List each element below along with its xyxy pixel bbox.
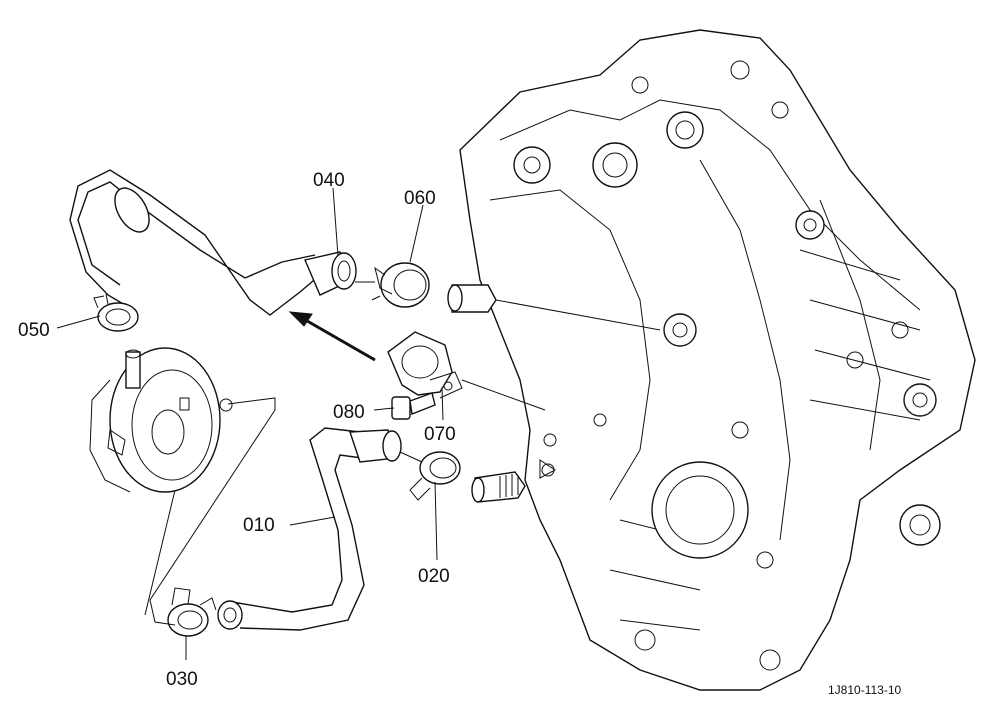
pipe-fitting-upper xyxy=(447,284,661,331)
callout-070: 070 xyxy=(424,424,456,445)
callout-050: 050 xyxy=(18,320,50,341)
hose-040 xyxy=(69,169,357,316)
direction-arrow xyxy=(288,311,376,362)
clamp-030 xyxy=(167,587,217,637)
gear-case-housing xyxy=(459,29,976,691)
clamp-060 xyxy=(371,262,430,308)
leader-lines xyxy=(56,187,444,660)
oil-cooler xyxy=(89,347,233,493)
callout-010: 010 xyxy=(243,515,275,536)
callout-080: 080 xyxy=(333,402,365,423)
clamp-020 xyxy=(409,451,461,501)
reference-code: 1J810-113-10 xyxy=(828,683,901,697)
callout-040: 040 xyxy=(313,170,345,191)
bolt-080 xyxy=(391,392,436,420)
callout-060: 060 xyxy=(404,188,436,209)
assembly-lines xyxy=(144,281,423,626)
callout-030: 030 xyxy=(166,669,198,690)
callout-020: 020 xyxy=(418,566,450,587)
bracket-070 xyxy=(387,331,546,411)
threaded-fitting-lower xyxy=(471,471,526,503)
hose-010 xyxy=(217,427,402,631)
clamp-050 xyxy=(93,293,139,332)
